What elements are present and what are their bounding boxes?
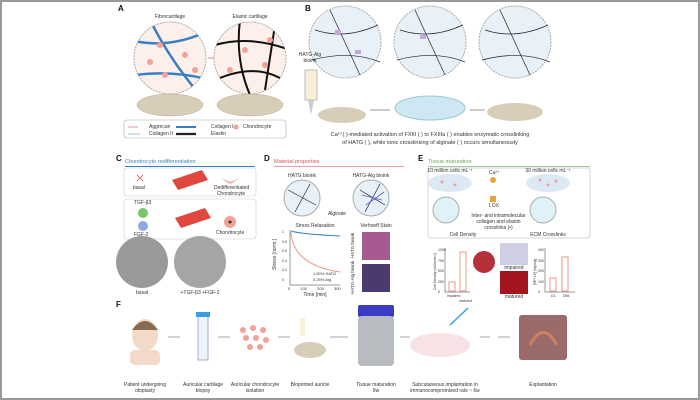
step-implantation: Subcutaneous implantation in immunocompr…	[410, 382, 480, 394]
fgf-label: FGF-2	[134, 232, 149, 238]
panel-label-c: C	[116, 154, 122, 163]
stain-row-hatg-alg: HATG-Alg bioink	[350, 260, 355, 294]
tissue-section	[473, 251, 495, 273]
hatg-alg-label: HATG-Alg bioink	[352, 173, 390, 179]
x-icon	[136, 174, 144, 182]
step-explantation: Explantation	[529, 382, 557, 388]
cell-density-ylabel: Cell Density [cells/mm²]	[433, 253, 437, 290]
caption-line-1: Ca²⁺( )-mediated activation of FXIII ( )…	[330, 132, 530, 138]
stain-title: Verhoeff Stain	[360, 223, 392, 229]
stain-row-hatg: HATG bioink	[350, 232, 355, 258]
ecm-crosslinks-chart	[544, 248, 575, 293]
stain-hatg	[362, 232, 390, 260]
lox-label: LOX	[489, 203, 500, 209]
step-patient: Patient undergoing otoplasty	[124, 382, 166, 394]
syringe-icon	[304, 69, 318, 115]
panel-label-a: A	[118, 4, 124, 13]
elastic-cartilage-title: Elastic cartilage	[232, 14, 268, 20]
section-title-e: Tissue maturation	[428, 159, 590, 167]
basal-label: basal	[133, 185, 145, 191]
cat-d56: D56	[563, 294, 570, 298]
tgf-icon	[138, 208, 148, 218]
jar-lid	[358, 305, 394, 317]
chondrocyte-label: Chondrocyte	[216, 230, 245, 236]
step-bioprinted: Bioprinted auricle	[290, 382, 330, 388]
stress-ylabel: Stress [norm.]	[272, 238, 278, 270]
tube-icon	[197, 314, 209, 361]
caption-line-2: of HATG ( ), while ionic crosslinking of…	[342, 140, 518, 146]
ecm-ylabel: [HP+LP] [ng/mg]	[533, 259, 537, 285]
panel-label-e: E	[418, 154, 424, 163]
stain-impaired	[500, 243, 528, 265]
legend-alg: 0.25% Alg	[313, 277, 332, 282]
cells-10m-label: 10 million cells mL⁻¹	[427, 168, 473, 174]
legend-collagen-2: Collagen II	[149, 131, 173, 137]
fibrocartilage-illustration	[133, 21, 207, 95]
micrograph-label-basal: basal	[136, 290, 148, 296]
section-title-c: Chondrocyte redifferentiation	[125, 159, 255, 167]
cell-density-label: Cell Density	[449, 232, 477, 238]
stress-xlabel: Time [min]	[303, 292, 327, 298]
fibrocartilage-title: Fibrocartilage	[154, 14, 186, 20]
dedifferentiated-cell-icon	[220, 178, 240, 184]
micrograph-treated	[174, 236, 226, 288]
petri-dish	[394, 95, 466, 121]
stress-xticks: 0 100 200 300	[288, 286, 341, 291]
alginate-label: Alginate	[327, 211, 347, 217]
auricle-icon	[136, 93, 284, 117]
cat-matured: matured	[459, 299, 472, 303]
cu-label: Cu²⁺	[489, 170, 500, 176]
micrograph-basal	[116, 236, 168, 288]
step-isolation: Auricular chondrocyte isolation	[230, 382, 280, 394]
explant-photo	[519, 315, 567, 360]
stain-hatg-alg	[362, 264, 390, 292]
cat-d1: D1	[551, 294, 556, 298]
bioink-label: HATG-Alg bioink	[298, 52, 322, 64]
panel-label-d: D	[264, 154, 270, 163]
legend-box	[123, 119, 287, 139]
legend-elastin: Elastin	[211, 131, 227, 137]
cells-30m-label: 30 million cells mL⁻¹	[525, 168, 571, 174]
crosslinks-text: Inter- and intramolecular collagen and e…	[471, 213, 526, 231]
legend-chondrocyte: Chondrocyte	[243, 124, 272, 130]
legend-aggrecan: Aggrecan	[149, 124, 171, 130]
rat-icon	[410, 333, 470, 357]
ecm-crosslinks-label: ECM Crosslinks	[530, 232, 566, 238]
dedifferentiated-label: Dedifferentiated Chondrocyte	[214, 185, 250, 197]
tgf-label: TGF-β3	[134, 200, 152, 206]
cat-impaired: impaired	[447, 294, 461, 298]
section-title-d: Material properties	[274, 159, 404, 167]
step-maturation: Tissue maturation 9w	[356, 382, 396, 394]
cells-icon	[240, 325, 269, 350]
impaired-label: impaired	[504, 265, 524, 271]
stress-chart-title: Stress Relaxation	[295, 223, 335, 229]
micrograph-label-treated: +TGF-β3 +FGF-2	[180, 290, 220, 296]
jar-icon	[358, 316, 394, 366]
flask-icon	[172, 170, 211, 228]
elastic-cartilage-illustration	[213, 21, 287, 95]
fgf-icon	[138, 221, 148, 231]
legend-collagen-1: Collagen I	[211, 124, 234, 130]
bioprinted-auricle	[294, 342, 326, 358]
panel-label-b: B	[305, 4, 311, 13]
step-biopsy: Auricular cartilage biopsy	[182, 382, 224, 394]
stress-relaxation-chart	[289, 230, 341, 286]
matured-label: matured	[504, 294, 524, 300]
hatg-label: HATG bioink	[288, 173, 316, 179]
stain-matured	[500, 271, 528, 294]
panel-label-f: F	[116, 300, 121, 309]
legend-hatg: 1.50% HATG	[313, 271, 337, 276]
cell-density-chart	[444, 248, 470, 293]
